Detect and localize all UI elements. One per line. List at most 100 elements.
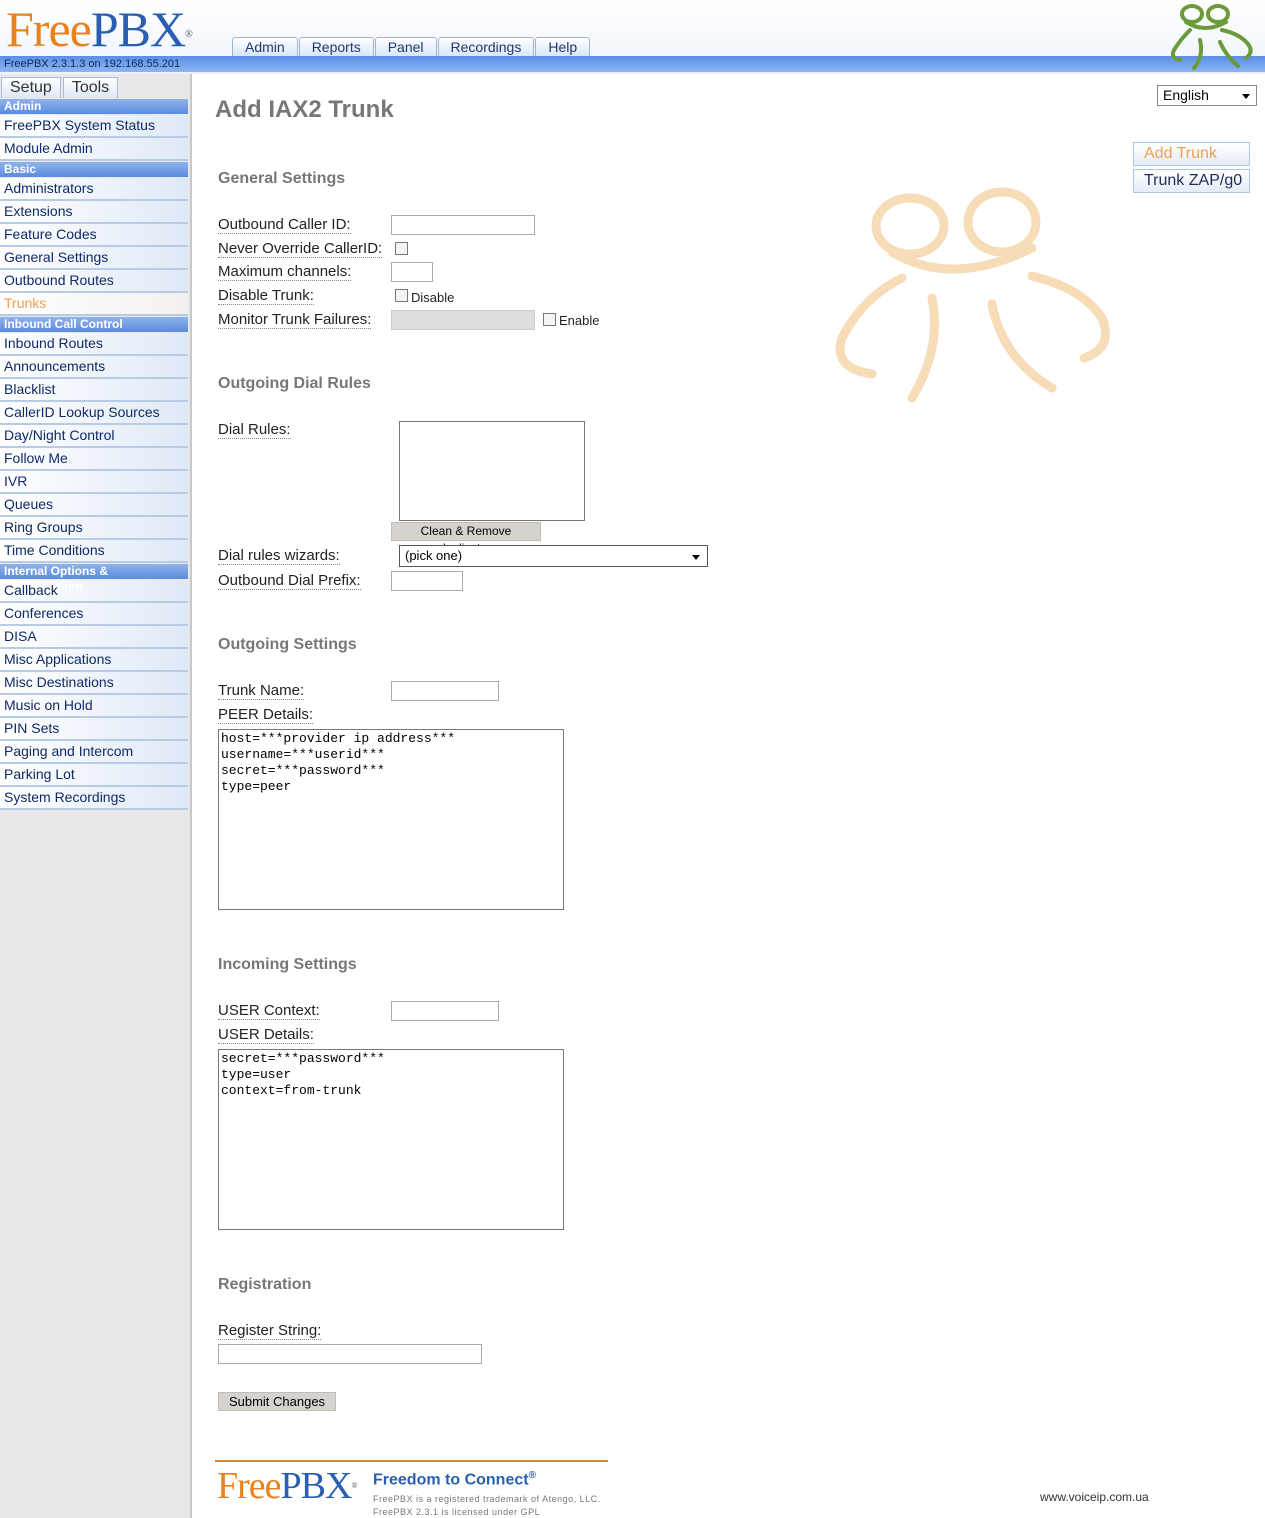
- chevron-down-icon: [1242, 94, 1250, 99]
- user-details-label: USER Details:: [218, 1026, 314, 1044]
- sidebar-item-parking-lot[interactable]: Parking Lot: [0, 764, 188, 787]
- sidebar-item-system-recordings[interactable]: System Recordings: [0, 787, 188, 810]
- dial-rules-wizards-value: (pick one): [405, 548, 463, 563]
- never-override-callerid-checkbox[interactable]: [395, 242, 408, 255]
- logo-reg: ®: [185, 29, 193, 40]
- sidebar: Setup Tools Admin FreePBX System Status …: [0, 74, 192, 1518]
- sidebar-item-outbound-routes[interactable]: Outbound Routes: [0, 270, 188, 293]
- top-nav: Admin Reports Panel Recordings Help: [232, 37, 591, 56]
- general-settings-heading: General Settings: [218, 170, 346, 187]
- sidebar-item-feature-codes[interactable]: Feature Codes: [0, 224, 188, 247]
- sidebar-item-extensions[interactable]: Extensions: [0, 201, 188, 224]
- footer-trademark-text: FreePBX is a registered trademark of Ate…: [373, 1494, 601, 1504]
- disable-trunk-checkbox[interactable]: [395, 289, 408, 302]
- outgoing-settings-heading: Outgoing Settings: [218, 636, 357, 653]
- nav-trunk-zap-g0[interactable]: Trunk ZAP/g0: [1133, 169, 1250, 193]
- maximum-channels-input[interactable]: [391, 262, 433, 282]
- frog-logo-icon: [1170, 4, 1253, 70]
- sidebar-item-blacklist[interactable]: Blacklist: [0, 379, 188, 402]
- footer-logo-free: Free: [217, 1465, 282, 1507]
- footer-freepbx-logo[interactable]: FreePBX®: [217, 1464, 358, 1508]
- sidebar-item-misc-destinations[interactable]: Misc Destinations: [0, 672, 188, 695]
- user-details-textarea[interactable]: secret=***password*** type=user context=…: [218, 1049, 564, 1230]
- sidebar-item-callerid-lookup-sources[interactable]: CallerID Lookup Sources: [0, 402, 188, 425]
- submit-changes-button[interactable]: Submit Changes: [218, 1392, 336, 1411]
- outbound-dial-prefix-input[interactable]: [391, 571, 463, 591]
- outbound-dial-prefix-label: Outbound Dial Prefix:: [218, 572, 361, 590]
- sidebar-item-conferences[interactable]: Conferences: [0, 603, 188, 626]
- sidebar-tabs: Setup Tools: [0, 74, 190, 98]
- sidebar-item-trunks[interactable]: Trunks: [0, 293, 188, 316]
- frog-watermark-icon: [835, 187, 1110, 403]
- tab-admin[interactable]: Admin: [232, 37, 298, 56]
- sidebar-item-day-night-control[interactable]: Day/Night Control: [0, 425, 188, 448]
- sidebar-item-queues[interactable]: Queues: [0, 494, 188, 517]
- nav-add-trunk[interactable]: Add Trunk: [1133, 142, 1250, 166]
- trunk-list-nav: Add Trunk Trunk ZAP/g0: [1133, 142, 1250, 196]
- monitor-trunk-failures-label: Monitor Trunk Failures:: [218, 311, 372, 329]
- user-context-input[interactable]: [391, 1001, 499, 1021]
- sidebar-item-music-on-hold[interactable]: Music on Hold: [0, 695, 188, 718]
- header-bar: [0, 56, 1265, 72]
- outbound-callerid-input[interactable]: [391, 215, 535, 235]
- footer-slogan: Freedom to Connect®: [373, 1470, 536, 1489]
- sidebar-item-ring-groups[interactable]: Ring Groups: [0, 517, 188, 540]
- sidebar-item-general-settings[interactable]: General Settings: [0, 247, 188, 270]
- watermark-url: www.voiceip.com.ua: [1040, 1490, 1149, 1504]
- incoming-settings-heading: Incoming Settings: [218, 956, 357, 973]
- disable-text: Disable: [411, 290, 455, 305]
- footer-divider: [215, 1460, 608, 1462]
- dial-rules-textarea[interactable]: [399, 421, 585, 521]
- sidebar-item-misc-applications[interactable]: Misc Applications: [0, 649, 188, 672]
- sidebar-item-follow-me[interactable]: Follow Me: [0, 448, 188, 471]
- user-context-label: USER Context:: [218, 1002, 320, 1020]
- sidebar-section-admin: Admin: [0, 99, 188, 114]
- outbound-callerid-label: Outbound Caller ID:: [218, 216, 351, 234]
- tab-reports[interactable]: Reports: [298, 37, 374, 56]
- dial-rules-heading: Outgoing Dial Rules: [218, 375, 371, 392]
- monitor-enable-checkbox[interactable]: [543, 313, 556, 326]
- sidebar-section-internal-options: Internal Options & Configuration: [0, 564, 188, 593]
- sidebar-item-pin-sets[interactable]: PIN Sets: [0, 718, 188, 741]
- peer-details-label: PEER Details:: [218, 706, 314, 724]
- tab-recordings[interactable]: Recordings: [437, 37, 535, 56]
- language-select[interactable]: English: [1157, 85, 1257, 106]
- dial-rules-wizards-label: Dial rules wizards:: [218, 547, 340, 565]
- header: FreePBX® Admin Reports Panel Recordings …: [0, 0, 1265, 74]
- page-title: Add IAX2 Trunk: [215, 96, 394, 123]
- peer-details-textarea[interactable]: host=***provider ip address*** username=…: [218, 729, 564, 910]
- tab-panel[interactable]: Panel: [374, 37, 437, 56]
- register-string-input[interactable]: [218, 1344, 482, 1364]
- footer-slogan-text: Freedom to Connect: [373, 1471, 529, 1489]
- chevron-down-icon: [692, 555, 700, 560]
- register-string-label: Register String:: [218, 1322, 322, 1340]
- sidebar-item-disa[interactable]: DISA: [0, 626, 188, 649]
- footer-logo-reg: ®: [351, 1481, 357, 1490]
- version-text: FreePBX 2.3.1.3 on 192.168.55.201: [4, 58, 181, 70]
- sidebar-item-ivr[interactable]: IVR: [0, 471, 188, 494]
- disable-trunk-label: Disable Trunk:: [218, 287, 314, 305]
- logo-free: Free: [6, 1, 92, 57]
- monitor-trunk-failures-input[interactable]: [391, 310, 535, 330]
- sidebar-item-time-conditions[interactable]: Time Conditions: [0, 540, 188, 563]
- footer-slogan-reg: ®: [528, 1470, 536, 1481]
- trunk-name-input[interactable]: [391, 681, 499, 701]
- sidebar-item-callback[interactable]: Callback: [0, 580, 188, 603]
- registration-heading: Registration: [218, 1276, 312, 1293]
- sidebar-item-freepbx-system-status[interactable]: FreePBX System Status: [0, 115, 188, 138]
- tab-help[interactable]: Help: [535, 37, 591, 56]
- freepbx-logo[interactable]: FreePBX®: [6, 1, 193, 57]
- sidebar-item-administrators[interactable]: Administrators: [0, 178, 188, 201]
- sidebar-item-announcements[interactable]: Announcements: [0, 356, 188, 379]
- enable-text: Enable: [559, 313, 600, 328]
- sidebar-section-basic: Basic: [0, 162, 188, 177]
- clean-remove-duplicates-button[interactable]: Clean & Remove duplicates: [391, 522, 541, 555]
- trunk-name-label: Trunk Name:: [218, 682, 305, 700]
- sidebar-item-paging-and-intercom[interactable]: Paging and Intercom: [0, 741, 188, 764]
- sidebar-tab-tools[interactable]: Tools: [62, 77, 119, 98]
- sidebar-tab-setup[interactable]: Setup: [1, 77, 61, 98]
- sidebar-item-module-admin[interactable]: Module Admin: [0, 138, 188, 161]
- dial-rules-wizards-select[interactable]: (pick one): [399, 545, 708, 567]
- sidebar-item-inbound-routes[interactable]: Inbound Routes: [0, 333, 188, 356]
